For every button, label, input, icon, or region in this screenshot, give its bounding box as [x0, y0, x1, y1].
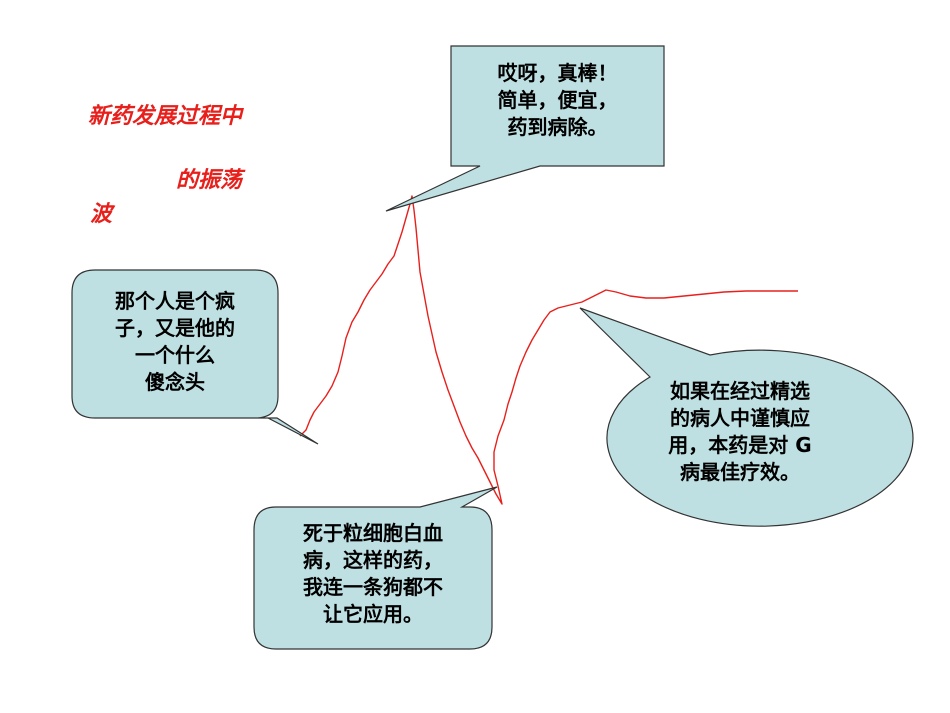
- death-line-2: 病，这样的药，: [303, 548, 443, 572]
- careful-line-2: 的病人中谨慎应: [670, 406, 810, 430]
- death-callout-text: 死于粒细胞白血 病，这样的药， 我连一条狗都不 让它应用。: [254, 520, 492, 628]
- crazy-callout-text: 那个人是个疯 子，又是他的 一个什么 傻念头: [72, 288, 278, 396]
- praise-callout-text: 哎呀，真棒！ 简单，便宜， 药到病除。: [451, 60, 664, 141]
- death-line-1: 死于粒细胞白血: [303, 521, 443, 545]
- crazy-line-4: 傻念头: [145, 370, 205, 394]
- crazy-line-2: 子，又是他的: [115, 316, 235, 340]
- diagram-title-line-1: 新药发展过程中: [88, 104, 243, 129]
- death-line-3: 我连一条狗都不: [303, 575, 443, 599]
- diagram-title-line-2: 的振荡: [176, 168, 243, 193]
- crazy-line-1: 那个人是个疯: [115, 289, 235, 313]
- careful-line-3: 用，本药是对 G: [668, 433, 812, 457]
- praise-callout-bubble: [385, 45, 665, 212]
- careful-callout-text: 如果在经过精选 的病人中谨慎应 用，本药是对 G 病最佳疗效。: [620, 378, 860, 486]
- death-callout-bubble: [253, 486, 498, 650]
- oscillation-curve: [299, 195, 798, 505]
- careful-line-1: 如果在经过精选: [670, 379, 810, 403]
- crazy-line-3: 一个什么: [135, 343, 215, 367]
- crazy-callout-bubble: [71, 269, 319, 445]
- praise-line-1: 哎呀，真棒！: [497, 61, 618, 85]
- careful-line-4: 病最佳疗效。: [680, 460, 800, 484]
- careful-callout-bubble: [579, 307, 914, 527]
- death-line-4: 让它应用。: [323, 602, 423, 626]
- diagram-title-line-3: 波: [90, 202, 113, 227]
- praise-line-2: 简单，便宜，: [497, 88, 618, 112]
- praise-line-3: 药到病除。: [507, 115, 608, 139]
